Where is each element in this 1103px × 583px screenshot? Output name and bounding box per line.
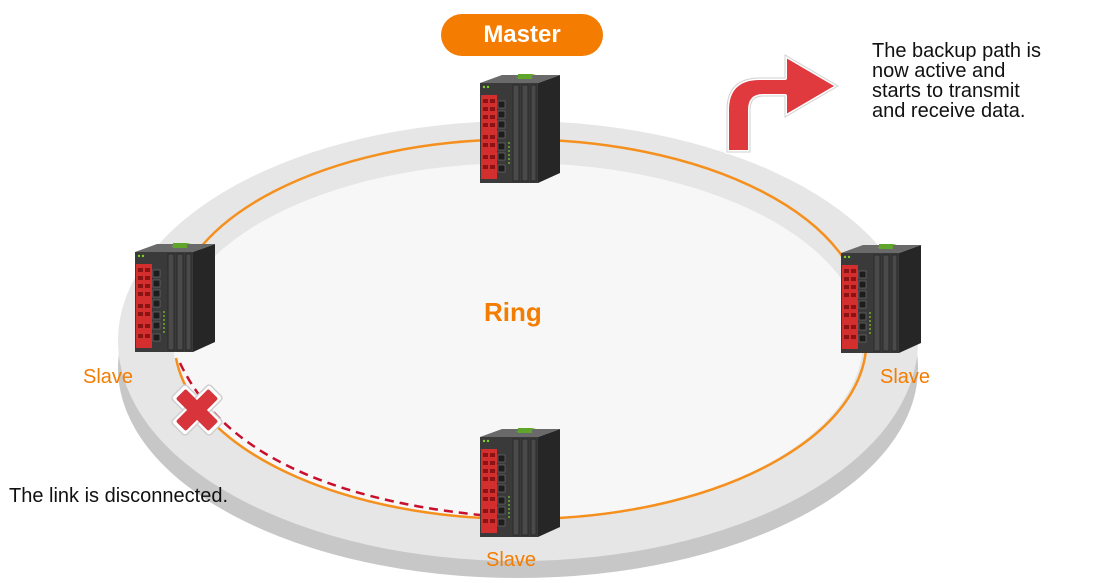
slave-label-left: Slave <box>83 366 134 388</box>
slave-label-right: Slave <box>880 366 931 388</box>
backup-arrow-icon <box>725 53 840 154</box>
switch-icon <box>479 73 561 184</box>
backup-note-line: now active and <box>872 60 1006 82</box>
backup-path-note: The backup path is now active and starts… <box>872 41 1041 121</box>
backup-note-line: The backup path is <box>872 40 1041 62</box>
backup-note-line: and receive data. <box>872 100 1026 122</box>
backup-note-line: starts to transmit <box>872 80 1020 102</box>
link-disconnected-note: The link is disconnected. <box>9 485 229 507</box>
ring-platform <box>118 121 918 578</box>
slave-label-bottom: Slave <box>486 549 537 571</box>
switch-icon <box>840 243 922 354</box>
master-label: Master <box>483 21 561 48</box>
switch-icon <box>479 427 561 538</box>
switch-icon <box>134 242 216 353</box>
ring-label: Ring <box>484 297 542 327</box>
disconnect-cross-icon <box>171 384 223 436</box>
master-badge: Master <box>441 14 603 56</box>
